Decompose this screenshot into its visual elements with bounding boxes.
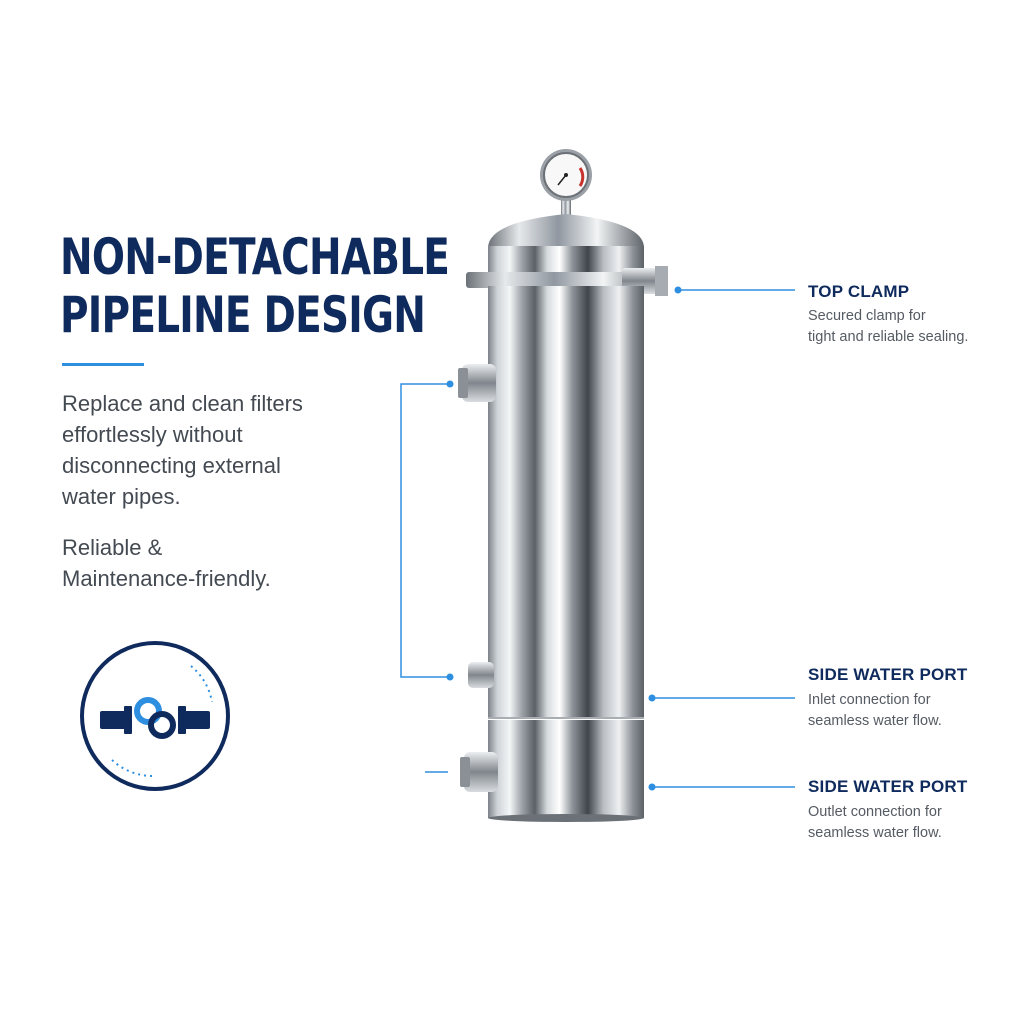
- callout-top-clamp-title: TOP CLAMP: [808, 282, 910, 301]
- description-line: water pipes.: [62, 484, 181, 509]
- callout-outlet-title: SIDE WATER PORT: [808, 777, 968, 796]
- tagline-line: Maintenance-friendly.: [62, 566, 271, 591]
- callout-desc-line: seamless water flow.: [808, 713, 942, 729]
- callout-desc-line: seamless water flow.: [808, 825, 942, 841]
- tagline-line: Reliable &: [62, 535, 163, 560]
- callout-leaders: [400, 286, 795, 791]
- description-line: Replace and clean filters: [62, 391, 303, 416]
- tagline: Reliable & Maintenance-friendly.: [62, 532, 362, 594]
- description-line: effortlessly without: [62, 422, 243, 447]
- callout-desc-line: tight and reliable sealing.: [808, 329, 969, 345]
- callout-desc-line: Inlet connection for: [808, 692, 931, 708]
- callout-inlet-title: SIDE WATER PORT: [808, 665, 968, 684]
- pipe-link-icon: [80, 641, 230, 791]
- callout-desc-line: Outlet connection for: [808, 804, 942, 820]
- callout-top-clamp-desc: Secured clamp for tight and reliable sea…: [808, 306, 968, 348]
- filter-housing: [458, 149, 668, 822]
- headline-underline: [62, 363, 144, 366]
- callout-outlet-desc: Outlet connection for seamless water flo…: [808, 802, 942, 844]
- callout-inlet-desc: Inlet connection for seamless water flow…: [808, 690, 942, 732]
- callout-desc-line: Secured clamp for: [808, 308, 926, 324]
- description-line: disconnecting external: [62, 453, 281, 478]
- description: Replace and clean filters effortlessly w…: [62, 388, 362, 512]
